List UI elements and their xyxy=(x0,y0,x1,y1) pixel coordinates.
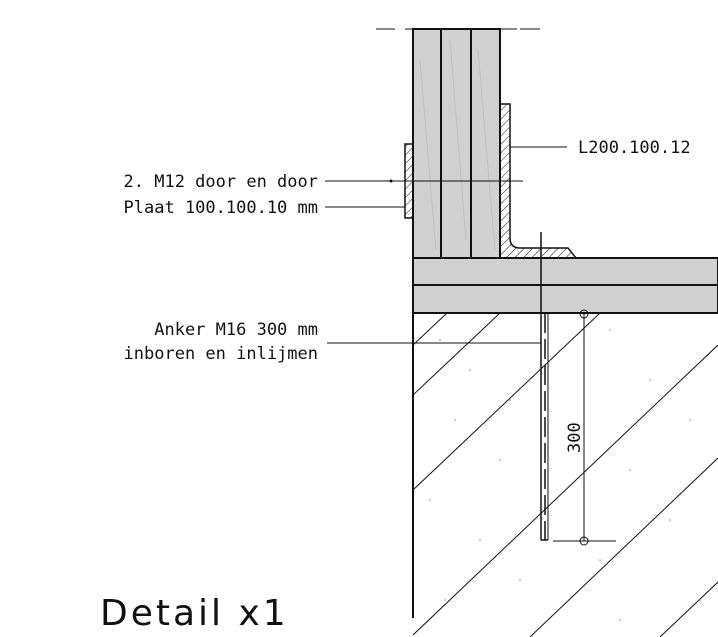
anchor-label-line1: Anker M16 300 mm xyxy=(154,320,318,340)
plate-label: Plaat 100.100.10 mm xyxy=(124,198,318,218)
beam xyxy=(412,257,718,314)
label-bolts: 2. M12 door en door xyxy=(124,172,383,192)
angle-label: L200.100.12 xyxy=(578,138,691,158)
anchor-label-line2: inboren en inlijmen xyxy=(124,344,318,364)
detail-title: Detail x1 xyxy=(100,593,289,634)
label-plate: Plaat 100.100.10 mm xyxy=(124,198,405,218)
concrete-wall xyxy=(412,313,718,637)
bolts-label: 2. M12 door en door xyxy=(124,172,318,192)
bolt-axis xyxy=(383,179,523,183)
steel-angle xyxy=(499,103,578,259)
dimension-value: 300 xyxy=(565,422,585,453)
anchor-rod xyxy=(540,232,549,541)
dimension-300: 300 xyxy=(553,309,616,546)
timber-column xyxy=(412,28,501,259)
label-anchor: Anker M16 300 mm inboren en inlijmen xyxy=(124,320,541,364)
label-angle: L200.100.12 xyxy=(510,138,691,158)
